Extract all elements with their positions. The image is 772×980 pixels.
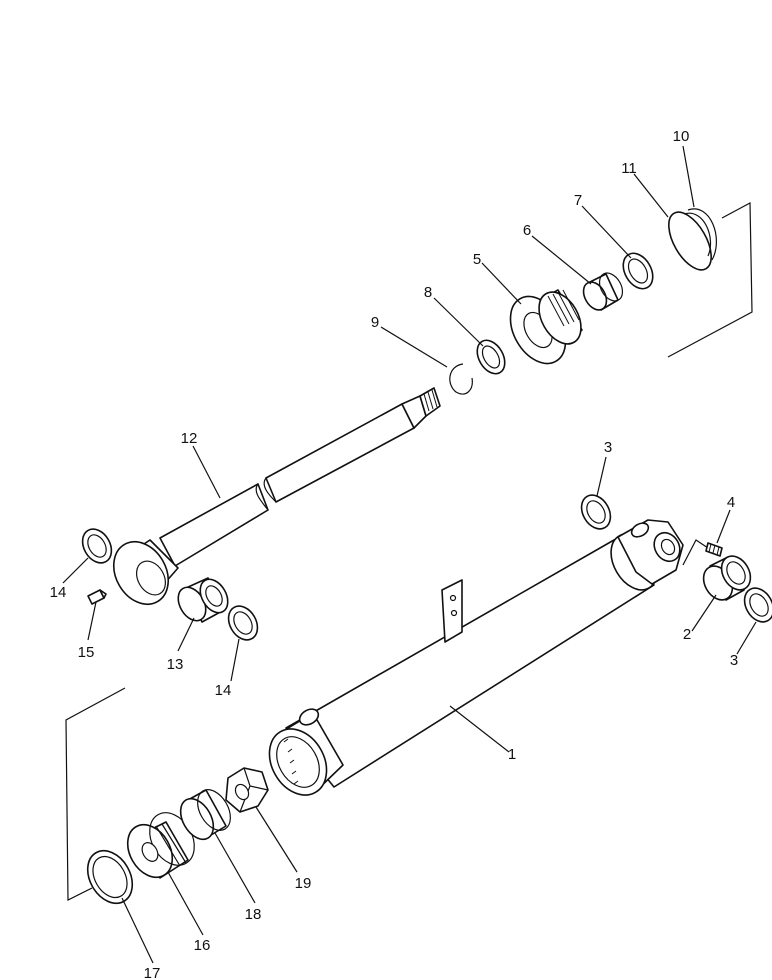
grease-fitting-rod bbox=[87, 589, 107, 605]
callout-13: 13 bbox=[167, 656, 184, 673]
callout-9: 9 bbox=[371, 314, 379, 331]
callout-15: 15 bbox=[78, 644, 95, 661]
cylinder-head bbox=[509, 289, 583, 365]
dust-seal-upper bbox=[580, 494, 612, 530]
piston-ring bbox=[86, 849, 134, 905]
callout-4: 4 bbox=[727, 494, 735, 511]
o-ring bbox=[668, 211, 712, 271]
callout-14-bottom: 14 bbox=[215, 682, 232, 699]
grease-fitting-right bbox=[682, 539, 723, 566]
callout-1: 1 bbox=[508, 746, 516, 763]
leader-lines bbox=[62, 145, 757, 964]
piston-nut bbox=[225, 767, 269, 813]
callout-5: 5 bbox=[473, 251, 481, 268]
buffer-ring bbox=[476, 339, 506, 375]
callout-2: 2 bbox=[683, 626, 691, 643]
snap-ring bbox=[449, 363, 473, 395]
rod-seal bbox=[622, 252, 654, 290]
callout-7: 7 bbox=[574, 192, 582, 209]
backup-ring bbox=[683, 208, 717, 261]
callout-3-right: 3 bbox=[730, 652, 738, 669]
rod-eye-seal-bottom bbox=[227, 605, 259, 641]
callout-14-left: 14 bbox=[50, 584, 67, 601]
dust-seal-right bbox=[743, 587, 772, 623]
piston bbox=[126, 812, 195, 879]
callout-10: 10 bbox=[673, 128, 690, 145]
callout-19: 19 bbox=[295, 875, 312, 892]
callout-11: 11 bbox=[621, 160, 637, 177]
callout-labels: 1 2 3 3 4 5 6 7 8 9 10 11 12 13 14 14 15… bbox=[50, 128, 739, 980]
bushing-right bbox=[702, 555, 752, 601]
rod-eye-seal-left bbox=[81, 528, 113, 564]
piston-rod bbox=[112, 387, 441, 605]
cylinder-tube bbox=[268, 519, 684, 796]
callout-17: 17 bbox=[144, 965, 161, 980]
group-bracket-bottom bbox=[65, 687, 126, 901]
head-bushing bbox=[582, 272, 624, 311]
callout-8: 8 bbox=[424, 284, 432, 301]
callout-16: 16 bbox=[194, 937, 211, 954]
callout-12: 12 bbox=[181, 430, 198, 447]
wear-ring bbox=[179, 789, 231, 841]
group-bracket-top bbox=[667, 202, 753, 358]
callout-18: 18 bbox=[245, 906, 262, 923]
callout-6: 6 bbox=[523, 222, 531, 239]
rod-eye-bushing bbox=[177, 577, 229, 623]
callout-3-upper: 3 bbox=[604, 439, 612, 456]
